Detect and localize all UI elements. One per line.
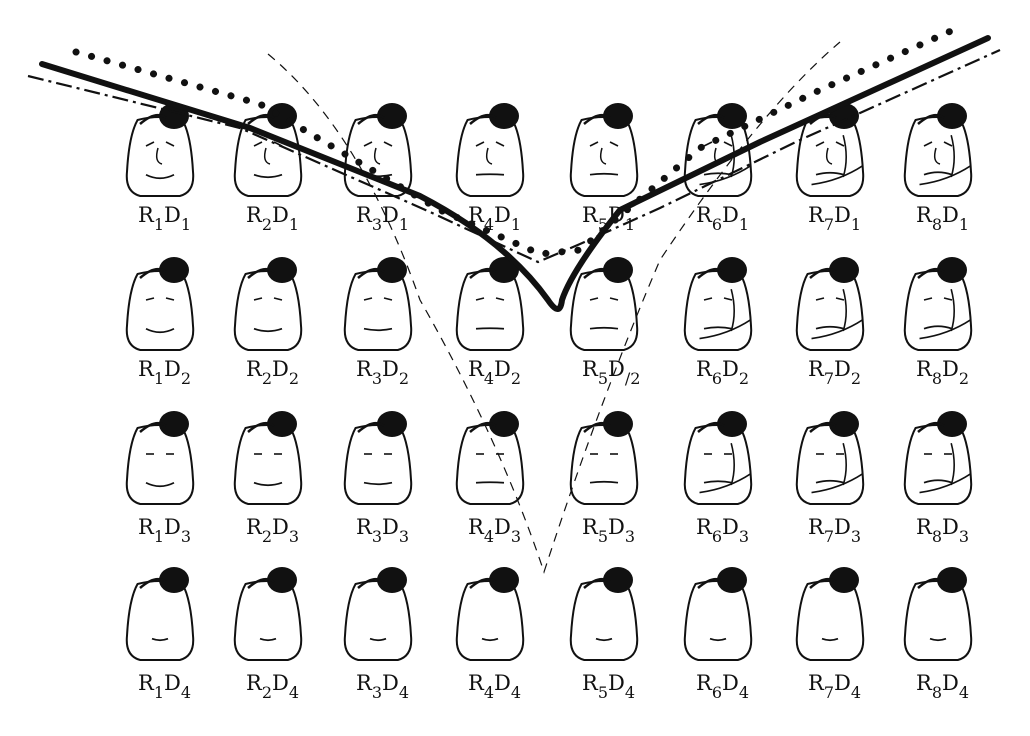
svg-text:R7D2: R7D2 [808, 357, 861, 388]
face-r1-d2 [125, 257, 195, 351]
svg-text:R5D3: R5D3 [582, 515, 635, 546]
label-r6-d1: R6D1 [696, 203, 749, 234]
face-r2-d3 [233, 411, 303, 505]
svg-text:R5D/2: R5D/2 [582, 357, 640, 388]
label-r3-d2: R3D2 [356, 357, 409, 388]
label-r8-d1: R8D1 [916, 203, 969, 234]
face-r4-d1 [455, 103, 525, 197]
face-r3-d4 [343, 567, 413, 661]
svg-text:R7D3: R7D3 [808, 515, 861, 546]
svg-text:R3D1: R3D1 [356, 203, 409, 234]
svg-text:R6D2: R6D2 [696, 357, 749, 388]
label-r1-d4: R1D4 [138, 671, 191, 702]
label-r1-d1: R1D1 [138, 203, 191, 234]
label-r8-d3: R8D3 [916, 515, 969, 546]
face-r8-d3 [903, 411, 973, 505]
svg-text:R8D1: R8D1 [916, 203, 969, 234]
face-r6-d4 [683, 567, 753, 661]
svg-text:R4D2: R4D2 [468, 357, 521, 388]
svg-text:R2D3: R2D3 [246, 515, 299, 546]
face-r5-d2 [569, 257, 639, 351]
svg-text:R8D2: R8D2 [916, 357, 969, 388]
face-r7-d2 [795, 257, 865, 351]
label-r3-d1: R3D1 [356, 203, 409, 234]
label-r4-d3: R4D3 [468, 515, 521, 546]
curve-overlay [27, 22, 1001, 574]
label-r3-d4: R3D4 [356, 671, 409, 702]
face-grid [125, 103, 973, 661]
face-r4-d3 [455, 411, 525, 505]
svg-text:R7D4: R7D4 [808, 671, 861, 702]
face-r6-d2 [683, 257, 753, 351]
face-r8-d2 [903, 257, 973, 351]
face-r8-d1 [903, 103, 973, 197]
face-r4-d4 [455, 567, 525, 661]
face-r6-d3 [683, 411, 753, 505]
svg-text:R2D4: R2D4 [246, 671, 299, 702]
label-r2-d3: R2D3 [246, 515, 299, 546]
face-r5-d4 [569, 567, 639, 661]
face-r3-d2 [343, 257, 413, 351]
svg-text:R3D4: R3D4 [356, 671, 409, 702]
face-r8-d4 [903, 567, 973, 661]
label-r3-d3: R3D3 [356, 515, 409, 546]
face-r3-d3 [343, 411, 413, 505]
face-r2-d1 [233, 103, 303, 197]
face-r2-d2 [233, 257, 303, 351]
label-r1-d3: R1D3 [138, 515, 191, 546]
face-r1-d1 [125, 103, 195, 197]
svg-text:R8D4: R8D4 [916, 671, 969, 702]
label-r8-d2: R8D2 [916, 357, 969, 388]
label-r7-d2: R7D2 [808, 357, 861, 388]
svg-text:R6D1: R6D1 [696, 203, 749, 234]
label-r7-d4: R7D4 [808, 671, 861, 702]
dotted-curve [72, 22, 966, 258]
face-r5-d1 [569, 103, 639, 197]
label-r4-d4: R4D4 [468, 671, 521, 702]
label-r5-d3: R5D3 [582, 515, 635, 546]
label-r1-d2: R1D2 [138, 357, 191, 388]
svg-text:R6D3: R6D3 [696, 515, 749, 546]
face-r2-d4 [233, 567, 303, 661]
svg-text:R7D1: R7D1 [808, 203, 861, 234]
label-r2-d4: R2D4 [246, 671, 299, 702]
face-r4-d2 [455, 257, 525, 351]
label-r2-d1: R2D1 [246, 203, 299, 234]
svg-text:R1D2: R1D2 [138, 357, 191, 388]
label-r6-d3: R6D3 [696, 515, 749, 546]
svg-text:R5D4: R5D4 [582, 671, 635, 702]
label-r4-d2: R4D2 [468, 357, 521, 388]
label-r8-d4: R8D4 [916, 671, 969, 702]
svg-text:R4D4: R4D4 [468, 671, 521, 702]
svg-text:R4D3: R4D3 [468, 515, 521, 546]
label-r6-d2: R6D2 [696, 357, 749, 388]
label-r5-d4: R5D4 [582, 671, 635, 702]
svg-text:R1D3: R1D3 [138, 515, 191, 546]
label-r5-d2: R5D/2 [582, 357, 640, 388]
svg-text:R6D4: R6D4 [696, 671, 749, 702]
label-r7-d1: R7D1 [808, 203, 861, 234]
svg-text:R1D4: R1D4 [138, 671, 191, 702]
label-r6-d4: R6D4 [696, 671, 749, 702]
svg-text:R2D1: R2D1 [246, 203, 299, 234]
face-r5-d3 [569, 411, 639, 505]
face-r1-d4 [125, 567, 195, 661]
svg-text:R1D1: R1D1 [138, 203, 191, 234]
label-r4-d1: R4D1 [468, 203, 521, 234]
svg-text:R2D2: R2D2 [246, 357, 299, 388]
label-r2-d2: R2D2 [246, 357, 299, 388]
svg-text:R3D3: R3D3 [356, 515, 409, 546]
svg-text:R3D2: R3D2 [356, 357, 409, 388]
svg-text:R4D1: R4D1 [468, 203, 521, 234]
face-r7-d3 [795, 411, 865, 505]
face-r1-d3 [125, 411, 195, 505]
svg-text:R8D3: R8D3 [916, 515, 969, 546]
label-r7-d3: R7D3 [808, 515, 861, 546]
face-r7-d4 [795, 567, 865, 661]
